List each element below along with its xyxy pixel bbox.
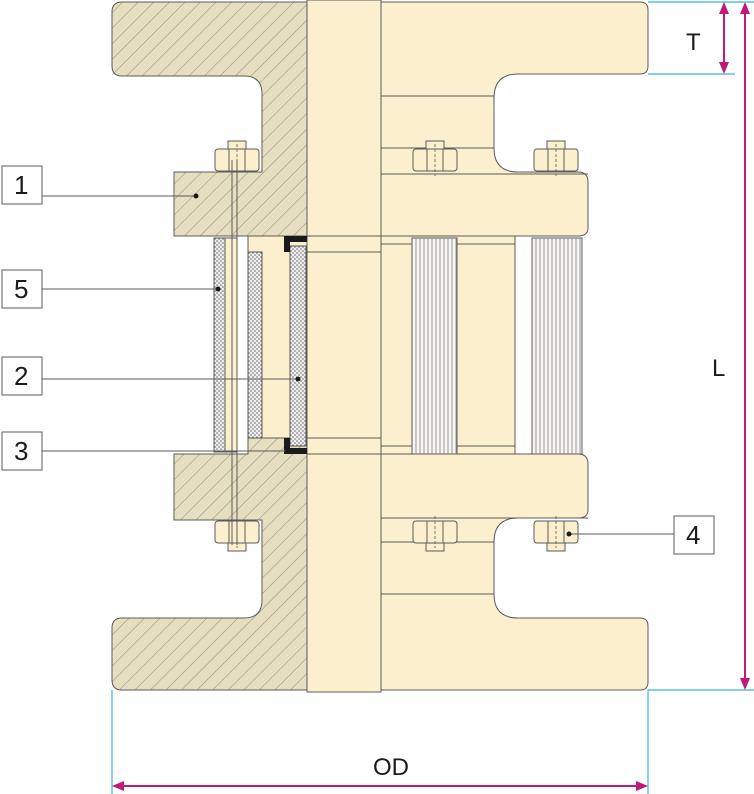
- svg-text:2: 2: [14, 361, 28, 391]
- callout-3: 3: [1, 431, 291, 471]
- sight-glass-disc: [289, 245, 307, 447]
- bolt-upper-mid: [412, 140, 458, 176]
- svg-text:3: 3: [14, 436, 28, 466]
- gasket-lower: [284, 448, 307, 454]
- svg-text:4: 4: [686, 520, 700, 550]
- upper-flange-section: [111, 1, 308, 253]
- upper-flange-view: [380, 1, 649, 237]
- svg-text:5: 5: [14, 274, 28, 304]
- dimension-t-label: T: [686, 29, 701, 56]
- callout-2: 2: [1, 356, 301, 396]
- lower-flange-view: [380, 453, 649, 691]
- dimension-lines: [111, 1, 754, 794]
- ribbed-glass-b: [531, 237, 583, 455]
- callout-1: 1: [1, 165, 199, 205]
- dimension-l-label: L: [712, 355, 725, 382]
- ribbed-glass-a: [411, 237, 458, 455]
- callout-5: 5: [1, 269, 221, 309]
- bolt-upper-right: [533, 140, 579, 176]
- bolts: [214, 140, 579, 552]
- glass-assembly: [213, 235, 583, 455]
- bolt-lower-right: [533, 516, 579, 552]
- inner-glass-pane: [247, 251, 263, 439]
- lower-flange-section: [111, 437, 308, 691]
- bolt-lower-mid: [412, 516, 458, 552]
- outer-glass-pane: [213, 237, 226, 453]
- callouts: 1 5 2 3 4: [1, 165, 715, 555]
- callout-4: 4: [566, 515, 715, 555]
- body-section-cut: [111, 1, 308, 691]
- dimension-od-label: OD: [373, 754, 409, 781]
- svg-text:1: 1: [14, 170, 28, 200]
- gasket-upper: [284, 236, 307, 242]
